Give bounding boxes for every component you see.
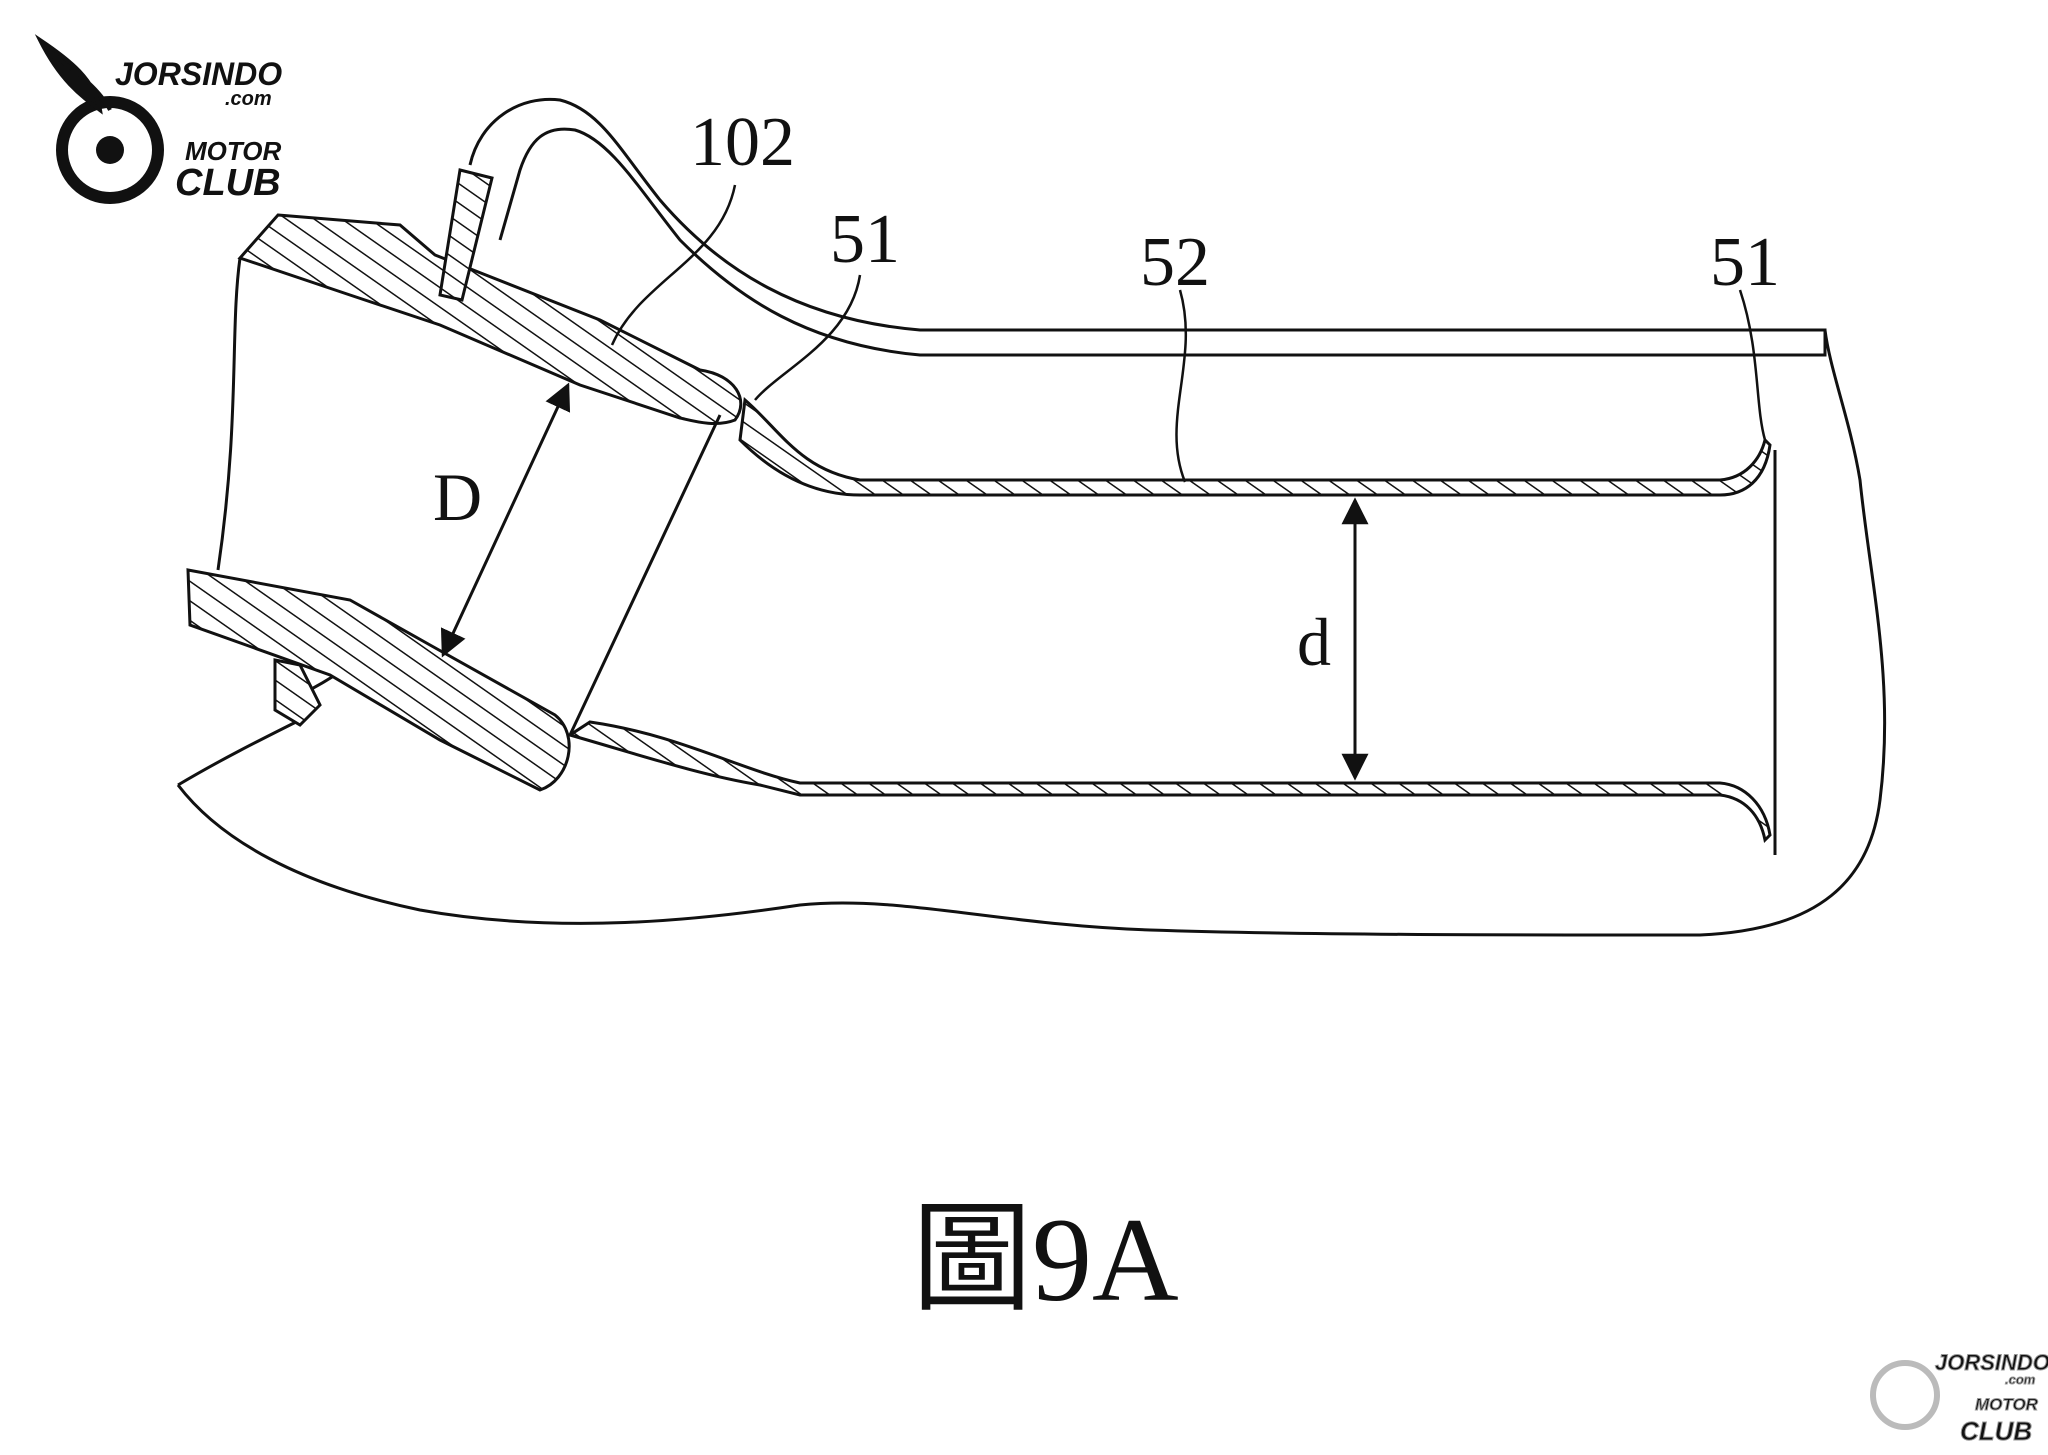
- watermark-logo-top-left: JORSINDO .com MOTOR CLUB: [34, 34, 282, 204]
- watermark-brand-small: JORSINDO: [1935, 1350, 2048, 1375]
- label-51-left: 51: [830, 201, 900, 278]
- dimension-label-d: d: [1297, 604, 1331, 680]
- section-boundary: [568, 414, 722, 736]
- leader-line-102: [610, 184, 737, 346]
- watermark-brand: JORSINDO: [115, 56, 282, 92]
- watermark-logo-bottom-right: JORSINDO .com MOTOR CLUB: [1870, 1350, 2048, 1447]
- inlet-open-edge: [216, 257, 242, 571]
- upper-housing-outline: [468, 97, 1827, 357]
- leader-line-52: [1175, 289, 1188, 483]
- watermark-line2-small: CLUB: [1960, 1416, 2032, 1446]
- wheel-icon: [1870, 1360, 1940, 1430]
- wing-icon: [34, 34, 112, 115]
- figure-caption: 圖9A: [912, 1193, 1179, 1326]
- watermark-line1: MOTOR: [185, 136, 282, 166]
- leader-line-51-right: [1738, 289, 1767, 441]
- inner-pipe-upper-wall: [738, 397, 1772, 497]
- dimension-label-D: D: [433, 459, 482, 535]
- leader-line-51-left: [754, 274, 862, 401]
- watermark-domain-small: .com: [2005, 1372, 2036, 1387]
- watermark-line1-small: MOTOR: [1975, 1395, 2039, 1414]
- outer-housing-outline: [176, 329, 1887, 937]
- watermark-domain: .com: [225, 88, 272, 110]
- wheel-icon: [56, 96, 164, 204]
- dimension-arrow-D: [440, 382, 571, 658]
- label-51-right: 51: [1710, 224, 1780, 301]
- inner-pipe-lower-wall: [566, 720, 1772, 844]
- inlet-tube-lower-wall: [186, 568, 571, 792]
- inlet-flange-lower: [273, 658, 322, 727]
- label-52: 52: [1140, 224, 1210, 301]
- watermark-line2: CLUB: [175, 162, 281, 204]
- inlet-tube-upper-wall: [237, 213, 743, 425]
- label-102: 102: [690, 104, 795, 181]
- inlet-flange-upper: [438, 168, 494, 302]
